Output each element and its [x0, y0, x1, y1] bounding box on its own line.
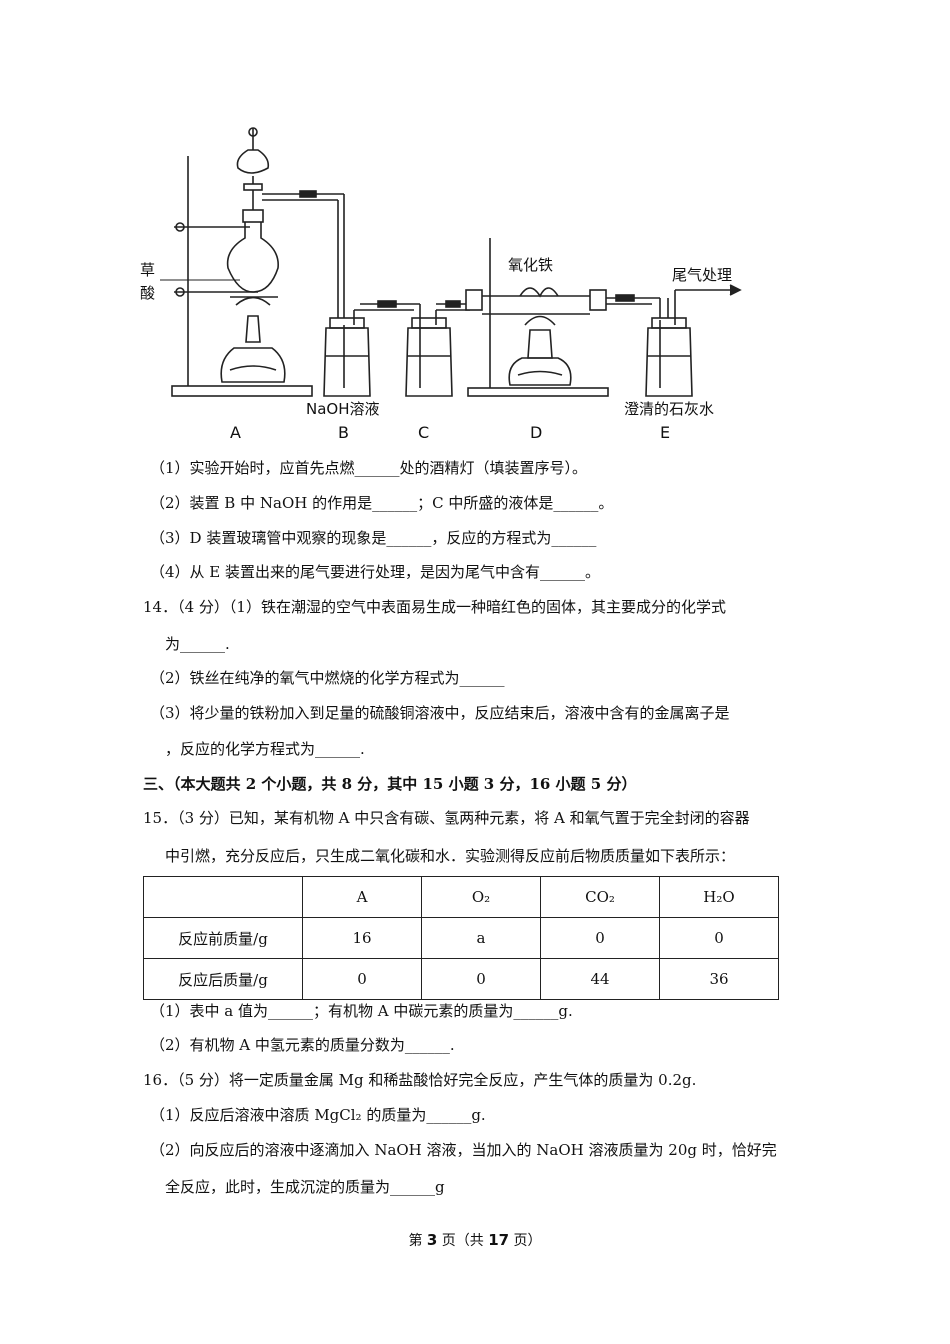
label-iron-oxide: 氧化铁 — [508, 256, 553, 274]
q16-sub2b: 全反应，此时，生成沉淀的质量为______g — [165, 1178, 445, 1196]
table-cell: 0 — [421, 958, 541, 1000]
q14-line1: 14．（4 分）（1）铁在潮湿的空气中表面易生成一种暗红色的固体，其主要成分的化… — [143, 598, 726, 616]
label-tail-gas: 尾气处理 — [672, 266, 732, 284]
table-cell: 反应前质量/g — [143, 917, 303, 959]
table-cell: 0 — [659, 917, 779, 959]
footer-prefix: 第 — [408, 1233, 427, 1249]
table-cell: H₂O — [659, 876, 779, 918]
table-cell: CO₂ — [540, 876, 660, 918]
page-number: 3 — [426, 1231, 438, 1249]
apparatus-diagram: 草 酸 氧化铁 尾气处理 NaOH溶液 澄清的石灰水 A B C D E — [140, 127, 742, 442]
label-oxalic-acid-1: 草 — [140, 261, 155, 279]
letter-c: C — [418, 423, 429, 442]
letter-b: B — [338, 423, 349, 442]
label-oxalic-acid-2: 酸 — [140, 284, 155, 302]
q16-sub2a: （2）向反应后的溶液中逐滴加入 NaOH 溶液，当加入的 NaOH 溶液质量为 … — [150, 1141, 777, 1159]
q13-part3: （3）D 装置玻璃管中观察的现象是______，反应的方程式为______ — [150, 529, 597, 547]
q14-line3: （2）铁丝在纯净的氧气中燃烧的化学方程式为______ — [150, 669, 505, 687]
q13-part4: （4）从 E 装置出来的尾气要进行处理，是因为尾气中含有______。 — [150, 563, 601, 581]
table-cell: a — [421, 917, 541, 959]
letter-e: E — [660, 423, 670, 442]
label-limewater: 澄清的石灰水 — [624, 400, 714, 418]
mass-table: A O₂ CO₂ H₂O 反应前质量/g 16 a 0 0 反应后质量/g 0 … — [143, 876, 779, 1000]
label-naoh-solution: NaOH溶液 — [306, 400, 380, 418]
table-cell — [143, 876, 303, 918]
page-total: 17 — [488, 1231, 510, 1249]
q15-sub2: （2）有机物 A 中氢元素的质量分数为______. — [150, 1036, 455, 1054]
q13-part2: （2）装置 B 中 NaOH 的作用是______；C 中所盛的液体是_____… — [150, 494, 614, 512]
table-cell: 0 — [540, 917, 660, 959]
q15-sub1: （1）表中 a 值为______；有机物 A 中碳元素的质量为______g. — [150, 1002, 573, 1020]
table-cell: 0 — [302, 958, 422, 1000]
table-row: 反应前质量/g 16 a 0 0 — [143, 917, 779, 959]
q15-line1: 15．（3 分）已知，某有机物 A 中只含有碳、氢两种元素，将 A 和氧气置于完… — [143, 809, 750, 827]
section-3-heading: 三、（本大题共 2 个小题，共 8 分，其中 15 小题 3 分，16 小题 5… — [143, 775, 637, 793]
q14-line2: 为______. — [165, 635, 230, 653]
letter-a: A — [230, 423, 241, 442]
table-cell: 反应后质量/g — [143, 958, 303, 1000]
table-cell: O₂ — [421, 876, 541, 918]
page-footer: 第 3 页（共 17 页） — [0, 1230, 950, 1250]
table-cell: 36 — [659, 958, 779, 1000]
table-cell: 16 — [302, 917, 422, 959]
q14-line5: ，反应的化学方程式为______. — [165, 740, 365, 758]
q13-part1: （1）实验开始时，应首先点燃______处的酒精灯（填装置序号）。 — [150, 459, 588, 477]
q15-line2: 中引燃，充分反应后，只生成二氧化碳和水．实验测得反应前后物质质量如下表所示： — [165, 847, 736, 865]
footer-mid: 页（共 — [437, 1233, 489, 1249]
footer-suffix: 页） — [509, 1233, 542, 1249]
table-cell: 44 — [540, 958, 660, 1000]
table-row: 反应后质量/g 0 0 44 36 — [143, 958, 779, 1000]
table-cell: A — [302, 876, 422, 918]
table-row: A O₂ CO₂ H₂O — [143, 876, 779, 918]
q16-line1: 16．（5 分）将一定质量金属 Mg 和稀盐酸恰好完全反应，产生气体的质量为 0… — [143, 1071, 697, 1089]
q16-sub1: （1）反应后溶液中溶质 MgCl₂ 的质量为______g. — [150, 1106, 486, 1124]
letter-d: D — [530, 423, 542, 442]
q14-line4: （3）将少量的铁粉加入到足量的硫酸铜溶液中，反应结束后，溶液中含有的金属离子是 — [150, 704, 730, 722]
